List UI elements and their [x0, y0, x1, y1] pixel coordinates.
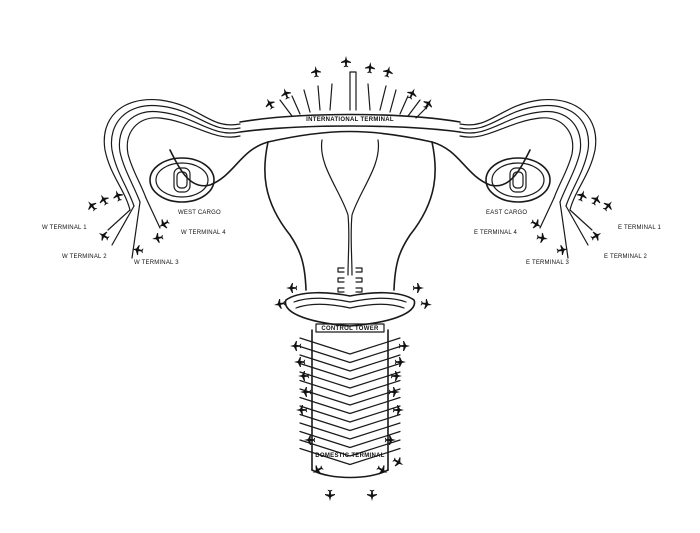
airplane-icon — [98, 231, 110, 241]
airplane-icon — [388, 387, 400, 397]
chevron-gate — [299, 371, 401, 389]
airplane-icon — [274, 298, 286, 309]
airplanes — [88, 56, 612, 501]
west-runways: WEST CARGO — [103, 98, 269, 259]
international-terminal-label: INTERNATIONAL TERMINAL — [306, 117, 394, 123]
airplane-icon — [423, 99, 433, 110]
chevron-gate — [299, 396, 401, 415]
airplane-icon — [325, 489, 335, 501]
airplane-icon — [382, 66, 393, 78]
e-terminal-4-label: E TERMINAL 4 — [474, 230, 518, 236]
airplane-icon — [602, 201, 612, 212]
chevron-gate — [299, 379, 401, 398]
east-runways: EAST CARGO — [431, 98, 597, 259]
airplane-icon — [99, 194, 109, 206]
airplane-icon — [286, 283, 298, 293]
airplane-icon — [367, 489, 377, 501]
airplane-icon — [364, 62, 375, 74]
airplane-icon — [132, 245, 144, 256]
west-cargo-label: WEST CARGO — [178, 210, 221, 216]
airplane-icon — [556, 245, 568, 256]
airplane-icon — [88, 201, 98, 212]
chevron-gate — [299, 362, 401, 381]
airplane-icon — [312, 465, 324, 475]
chevron-gate — [299, 447, 401, 466]
airplane-icon — [398, 341, 410, 351]
airplane-icon — [152, 232, 164, 243]
airplane-icon — [290, 341, 302, 351]
w-terminal-3-label: W TERMINAL 3 — [134, 260, 179, 266]
airplane-icon — [420, 298, 432, 309]
airplane-icon — [384, 435, 396, 445]
airplane-icon — [536, 232, 548, 243]
chevron-gate — [299, 430, 401, 449]
e-terminal-2-label: E TERMINAL 2 — [604, 254, 648, 260]
airplane-icon — [304, 435, 316, 445]
w-terminal-2-label: W TERMINAL 2 — [62, 254, 107, 260]
airplane-icon — [407, 88, 417, 100]
chevron-gate — [299, 388, 401, 406]
airplane-icon — [576, 190, 587, 202]
w-terminal-1-label: W TERMINAL 1 — [42, 225, 87, 231]
chevron-gate — [299, 354, 401, 372]
international-gates: INTERNATIONAL TERMINAL — [239, 71, 461, 133]
airplane-icon — [390, 371, 402, 381]
airplane-icon — [392, 405, 404, 415]
w-terminal-4-label: W TERMINAL 4 — [181, 230, 226, 236]
airplane-icon — [341, 56, 351, 68]
airplane-icon — [298, 371, 310, 381]
chevron-gate — [299, 345, 401, 364]
chevron-gate — [299, 422, 401, 440]
chevron-gates — [299, 337, 401, 466]
control-tower: CONTROL TOWER — [284, 291, 416, 333]
airplane-icon — [412, 283, 424, 293]
chevron-gate — [299, 337, 401, 355]
airplane-icon — [590, 231, 602, 241]
central-building — [264, 130, 436, 293]
airplane-icon — [300, 387, 312, 397]
airplane-icon — [394, 357, 406, 367]
airplane-icon — [530, 219, 542, 229]
airplane-icon — [296, 405, 308, 415]
airplane-icon — [392, 457, 404, 467]
control-tower-label: CONTROL TOWER — [321, 326, 379, 332]
airplane-icon — [158, 219, 170, 229]
domestic-concourse — [311, 329, 389, 479]
airplane-icon — [294, 357, 306, 367]
chevron-gate — [299, 439, 401, 457]
airplane-icon — [113, 190, 124, 202]
airplane-icon — [281, 88, 292, 100]
domestic-terminal-label: DOMESTIC TERMINAL — [315, 453, 384, 459]
e-terminal-1-label: E TERMINAL 1 — [618, 225, 662, 231]
east-cargo-label: EAST CARGO — [486, 210, 527, 216]
airplane-icon — [376, 465, 388, 475]
e-terminal-3-label: E TERMINAL 3 — [526, 260, 570, 266]
airplane-icon — [591, 194, 601, 206]
chevron-gate — [299, 413, 401, 432]
airplane-icon — [311, 66, 322, 78]
airplane-icon — [265, 98, 275, 110]
chevron-gate — [299, 405, 401, 423]
